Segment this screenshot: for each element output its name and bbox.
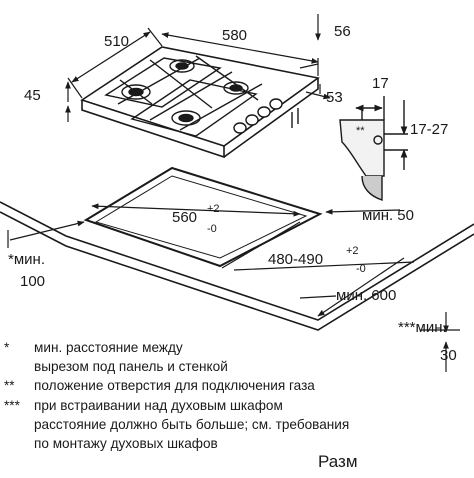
- hob-drawing: [80, 46, 320, 159]
- dim-min-left-label: *мин.: [8, 251, 45, 268]
- dim-cutout-depth: 480-490: [268, 251, 323, 268]
- dim-profile-width: 17: [372, 75, 389, 92]
- dim-min-wall-value: 30: [440, 347, 457, 364]
- dim-cutout-depth-minus: -0: [356, 263, 366, 275]
- footnote-1-line-2: вырезом под панель и стенкой: [34, 359, 228, 375]
- dim-hob-height: 45: [24, 87, 41, 104]
- countertop-dimension-lines: [7, 203, 460, 372]
- footnote-1-mark: *: [4, 340, 10, 355]
- dim-profile-range: 17-27: [410, 121, 448, 138]
- dim-hob-right-depth: 56: [334, 23, 351, 40]
- footnote-3-line-1: при встраивании над духовым шкафом: [34, 397, 283, 413]
- footnote-3-mark: ***: [4, 397, 20, 413]
- control-knobs: [233, 98, 299, 134]
- dim-cutout-width-minus: -0: [207, 223, 217, 235]
- footnote-3-line-3: по монтажу духовых шкафов: [34, 436, 218, 452]
- footnote-2: ** положение отверстия для подключения г…: [4, 376, 474, 395]
- footnote-2-mark: **: [4, 378, 15, 394]
- dim-cutout-width: 560: [172, 209, 197, 226]
- footnote-3: *** при встраивании над духовым шкафом р…: [4, 396, 474, 454]
- dim-hob-side-height: 53: [326, 89, 343, 106]
- dim-hob-width: 580: [222, 27, 247, 44]
- footnote-1-line-1: мин. расстояние между: [34, 340, 183, 355]
- hob-dimension-lines: [65, 14, 331, 122]
- footnotes: * мин. расстояние между вырезом под пане…: [4, 338, 474, 453]
- footnote-1: * мин. расстояние между вырезом под пане…: [4, 338, 474, 376]
- dim-min-left-value: 100: [20, 273, 45, 290]
- profile-detail: [339, 96, 408, 201]
- dim-cutout-width-main: 560: [172, 209, 197, 226]
- dim-profile-marker: **: [356, 125, 365, 137]
- countertop-drawing: [0, 166, 474, 331]
- footer-caption: Разм: [318, 452, 358, 471]
- dim-min-wall-label: ***мин.: [398, 319, 447, 336]
- dim-min-front: мин. 600: [336, 287, 396, 304]
- footnote-3-line-2: расстояние должно быть больше; см. требо…: [34, 416, 350, 432]
- dim-cutout-depth-main: 480-490: [268, 251, 323, 268]
- dim-hob-left-depth: 510: [104, 33, 129, 50]
- dim-cutout-depth-plus: +2: [346, 245, 359, 257]
- footnote-2-line-1: положение отверстия для подключения газа: [34, 378, 315, 394]
- dim-cutout-width-plus: +2: [207, 203, 220, 215]
- dim-min-right-edge: мин. 50: [362, 207, 414, 224]
- hob-burners: [104, 55, 263, 137]
